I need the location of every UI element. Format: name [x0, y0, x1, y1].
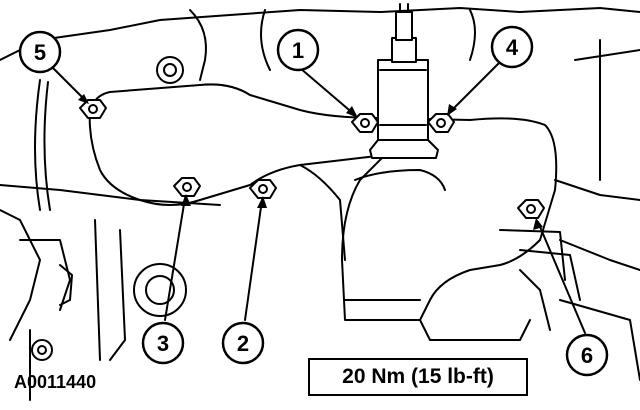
- callout-label-6: 6: [581, 343, 593, 368]
- oxygen-sensor: [369, 3, 439, 159]
- callout-label-3: 3: [157, 331, 169, 356]
- callout-circle-2: [221, 321, 265, 365]
- callout-label-2: 2: [237, 331, 249, 356]
- figure-id-label: A0011440: [14, 372, 97, 392]
- callout-circle-4: [490, 25, 534, 69]
- callout-label-5: 5: [34, 40, 46, 65]
- callout-label-1: 1: [292, 38, 304, 63]
- torque-spec-label: 20 Nm (15 lb-ft): [342, 365, 494, 388]
- manifold-nut: [79, 99, 545, 219]
- callout-circle-1: [276, 28, 320, 72]
- exhaust-manifold: [88, 83, 558, 341]
- callout-circle-6: [565, 333, 609, 377]
- arrow-head: [78, 94, 543, 230]
- callout-circle-3: [141, 321, 185, 365]
- engine-block-outline: [0, 7, 640, 401]
- callout-label-4: 4: [506, 35, 519, 60]
- callout-leader: [49, 61, 586, 334]
- callout-circle-5: [18, 30, 62, 74]
- torque-spec-box: 20 Nm (15 lb-ft): [308, 358, 528, 396]
